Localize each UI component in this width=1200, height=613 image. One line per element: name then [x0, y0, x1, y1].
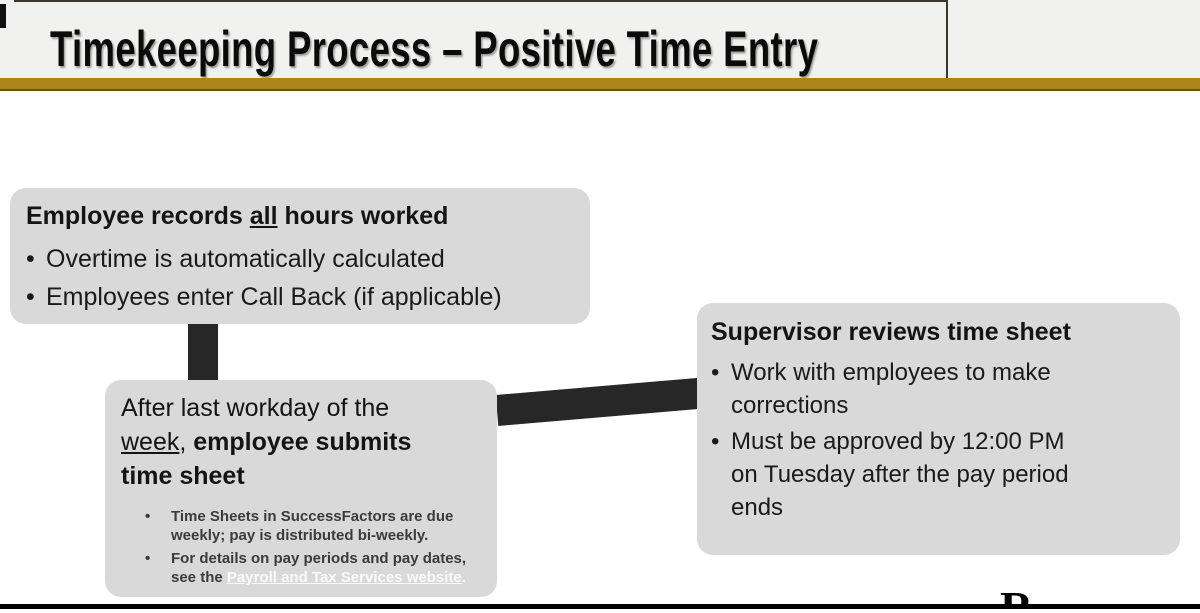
sub-bullet-text: Time Sheets in SuccessFactors are due we… [171, 507, 453, 545]
top-edge-line [14, 0, 948, 2]
text-segment: all [249, 202, 278, 230]
slide-header-band [0, 0, 1200, 78]
process-box-employee-submits: After last workday of the week, employee … [105, 380, 497, 597]
list-item: Employees enter Call Back (if applicable… [26, 278, 578, 316]
top-edge-tick [946, 0, 948, 84]
list-item: Time Sheets in SuccessFactors are due we… [143, 507, 487, 545]
text-segment: . [461, 569, 466, 586]
payroll-tax-services-link[interactable]: Payroll and Tax Services website [226, 569, 462, 586]
box2-sub-bullets: Time Sheets in SuccessFactors are due we… [143, 507, 487, 587]
text-segment: For details on pay periods and pay dates… [171, 550, 467, 586]
connector-vertical [188, 322, 218, 384]
bullet-text: Must be approved by 12:00 PM on Tuesday … [731, 428, 1069, 521]
sub-bullet-text: For details on pay periods and pay dates… [171, 549, 466, 587]
bullet-text: Overtime is automatically calculated [46, 245, 445, 273]
text-segment: hours worked [277, 202, 449, 230]
process-box-supervisor-reviews: Supervisor reviews time sheet Work with … [697, 303, 1180, 555]
text-segment: employee submits [193, 428, 412, 456]
text-segment: After last workday of the [121, 394, 390, 422]
slide-title: Timekeeping Process – Positive Time Entr… [50, 21, 819, 77]
bullet-text: Work with employees to make corrections [731, 359, 1051, 419]
box1-bullets: Overtime is automatically calculated Emp… [26, 240, 578, 316]
partial-logo-letter: R [1000, 592, 1040, 604]
list-item: Work with employees to make corrections [711, 356, 1170, 422]
box1-heading: Employee records all hours worked [26, 199, 578, 234]
bullet-text: Employees enter Call Back (if applicable… [46, 283, 502, 311]
connector-horizontal [495, 377, 700, 426]
text-segment: Time Sheets in SuccessFactors are due we… [171, 508, 454, 544]
list-item: For details on pay periods and pay dates… [143, 549, 487, 587]
text-segment: time sheet [121, 462, 245, 490]
box3-bullets: Work with employees to make corrections … [711, 356, 1170, 524]
title-underline-bar [0, 78, 1200, 91]
left-edge-mark [0, 4, 6, 28]
list-item: Overtime is automatically calculated [26, 240, 578, 278]
text-segment: Employee records [26, 202, 250, 230]
text-segment: , [179, 428, 194, 456]
process-box-employee-records: Employee records all hours worked Overti… [10, 188, 590, 324]
text-segment: week [121, 428, 180, 456]
box3-heading: Supervisor reviews time sheet [711, 318, 1071, 346]
box2-heading: After last workday of the week, employee … [121, 391, 487, 493]
bottom-border-line [0, 604, 1200, 609]
list-item: Must be approved by 12:00 PM on Tuesday … [711, 425, 1170, 524]
